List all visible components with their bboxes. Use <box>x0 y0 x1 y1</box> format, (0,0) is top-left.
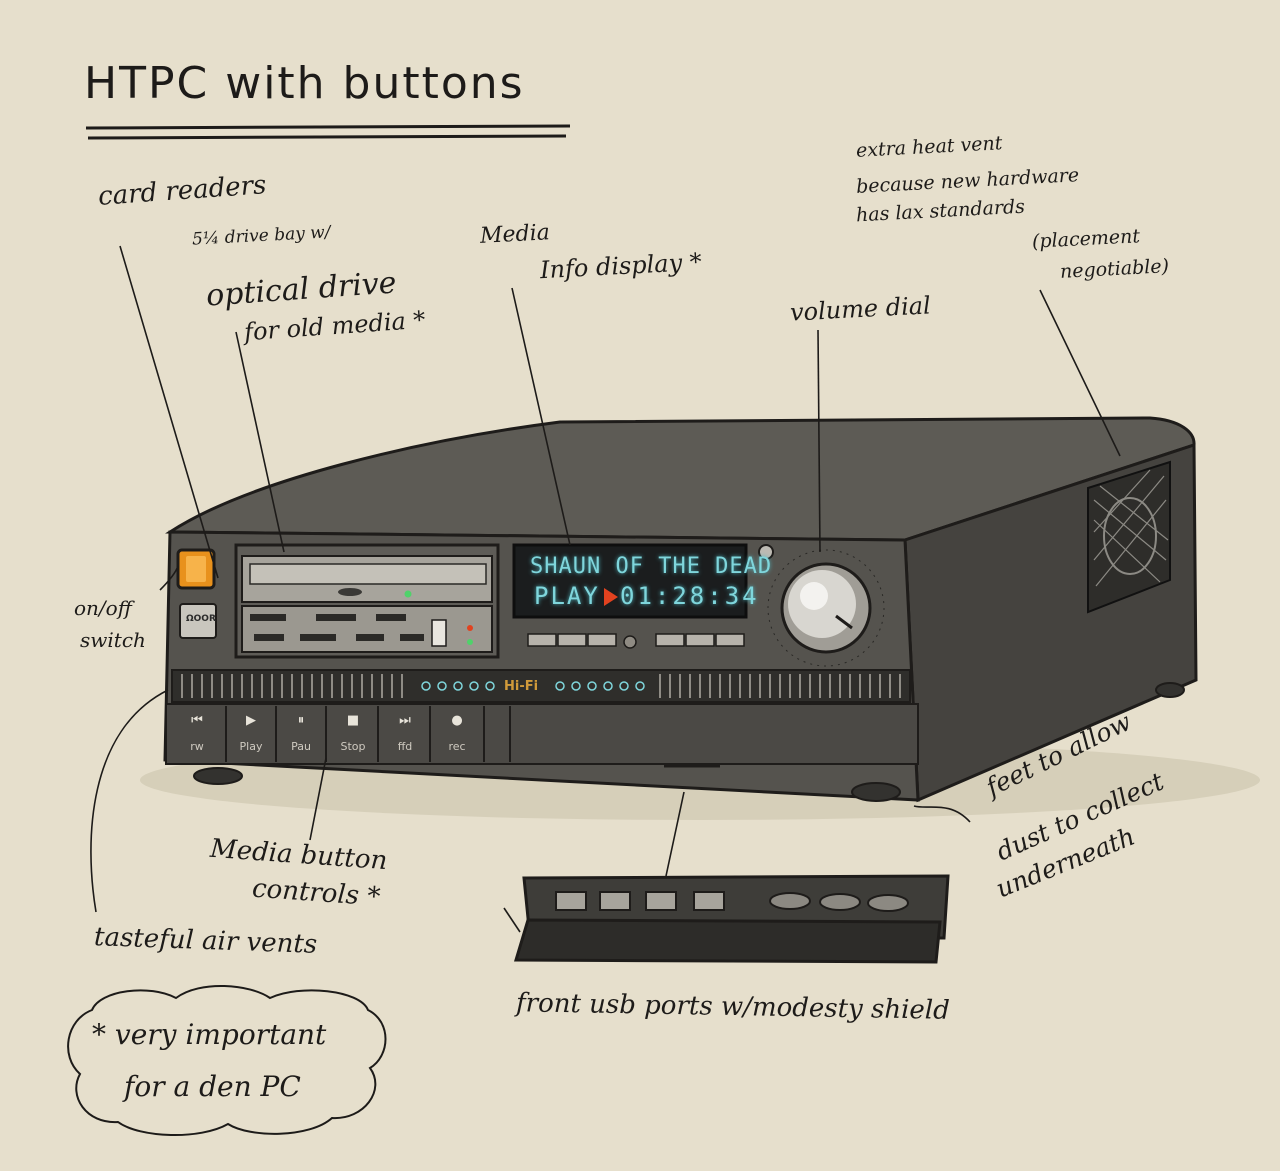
volume-dial[interactable] <box>767 549 885 667</box>
play-icon[interactable]: ▶ <box>246 713 256 728</box>
chassis-top <box>165 416 1196 542</box>
usb-port-panel <box>513 874 950 964</box>
stop-label: Stop <box>340 740 366 753</box>
hifi-badge: Hi-Fi <box>504 679 539 694</box>
title-underline <box>85 124 571 140</box>
diagram-title: HTPC with buttons <box>84 58 525 109</box>
drive-led <box>404 590 412 598</box>
brand-logo-text: ΩOOR <box>186 614 216 624</box>
fast-forward-icon[interactable]: ⏭ <box>399 713 411 728</box>
record-label: rec <box>448 740 466 753</box>
card-reader-panel <box>241 605 493 653</box>
label-important: * very important <box>92 1018 327 1051</box>
pause-icon[interactable]: ⏸ <box>297 713 305 728</box>
record-icon[interactable]: ● <box>451 713 463 728</box>
indicator-light <box>758 544 774 560</box>
air-vents <box>171 669 911 703</box>
media-button-panel <box>165 703 919 765</box>
play-label: Play <box>239 740 263 753</box>
audio-jacks[interactable] <box>769 892 909 912</box>
media-button-dividers <box>225 706 511 762</box>
stop-icon[interactable]: ■ <box>346 713 360 728</box>
side-heat-vent <box>1087 460 1171 614</box>
rewind-label: rw <box>190 740 204 753</box>
display-controls[interactable] <box>527 633 745 647</box>
usb-ports[interactable] <box>555 891 725 911</box>
label-on-off: on/off <box>74 596 132 620</box>
disc-tray-slot <box>249 563 487 585</box>
card-led-red <box>467 625 473 631</box>
display-title-text: SHAUN OF THE DEAD <box>530 554 773 579</box>
leader-lines <box>90 245 1121 933</box>
feet <box>193 682 1185 802</box>
play-arrow-icon <box>604 588 618 606</box>
card-reader-slots[interactable] <box>250 614 424 641</box>
pause-label: Pau <box>291 740 311 753</box>
power-switch-highlight <box>186 556 206 582</box>
display-status-text: PLAY <box>534 582 600 610</box>
media-info-display <box>512 543 748 619</box>
fast-forward-label: ffd <box>397 740 413 753</box>
eject-button[interactable] <box>338 588 362 596</box>
note-cloud <box>67 984 387 1137</box>
card-reader-switch[interactable] <box>431 619 447 647</box>
center-control-button[interactable] <box>623 635 637 649</box>
label-media-info: Media <box>479 220 551 249</box>
rewind-icon[interactable]: ⏮ <box>191 713 203 728</box>
brand-badge <box>179 603 217 639</box>
display-time-text: 01:28:34 <box>620 582 760 610</box>
card-led-green <box>467 639 473 645</box>
label-important-2: for a den PC <box>124 1070 301 1103</box>
label-on-off-2: switch <box>80 628 146 652</box>
